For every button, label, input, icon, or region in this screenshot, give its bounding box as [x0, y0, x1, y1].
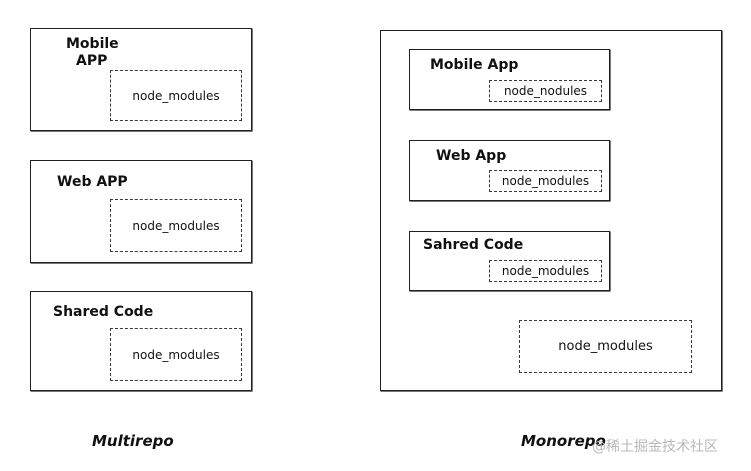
monorepo-web-app-node-modules: node_modules	[489, 170, 602, 192]
monorepo-mobile-app-box	[409, 49, 610, 110]
multirepo-web-app-box	[30, 160, 252, 263]
monorepo-caption: Monorepo	[521, 432, 606, 450]
monorepo-mobile-app-title: Mobile App	[430, 57, 519, 73]
watermark: @稀土掘金技术社区	[592, 439, 718, 455]
multirepo-web-app-title: Web APP	[57, 174, 128, 190]
multirepo-mobile-app-box	[30, 28, 252, 131]
multirepo-shared-code-title: Shared Code	[53, 304, 154, 320]
multirepo-mobile-app-title-line2: APP	[76, 53, 108, 69]
monorepo-root-node-modules: node_modules	[519, 320, 692, 373]
multirepo-mobile-app-node-modules: node_modules	[110, 70, 242, 121]
multirepo-shared-code-box	[30, 291, 252, 391]
monorepo-shared-code-title: Sahred Code	[423, 237, 524, 253]
monorepo-mobile-app-node-modules: node_nodules	[489, 80, 602, 102]
multirepo-web-app-node-modules: node_modules	[110, 199, 242, 252]
multirepo-caption: Multirepo	[92, 432, 174, 450]
multirepo-mobile-app-title-line1: Mobile	[66, 36, 119, 52]
monorepo-web-app-title: Web App	[436, 148, 507, 164]
multirepo-shared-code-node-modules: node_modules	[110, 328, 242, 381]
monorepo-shared-code-node-modules: node_modules	[489, 260, 602, 282]
